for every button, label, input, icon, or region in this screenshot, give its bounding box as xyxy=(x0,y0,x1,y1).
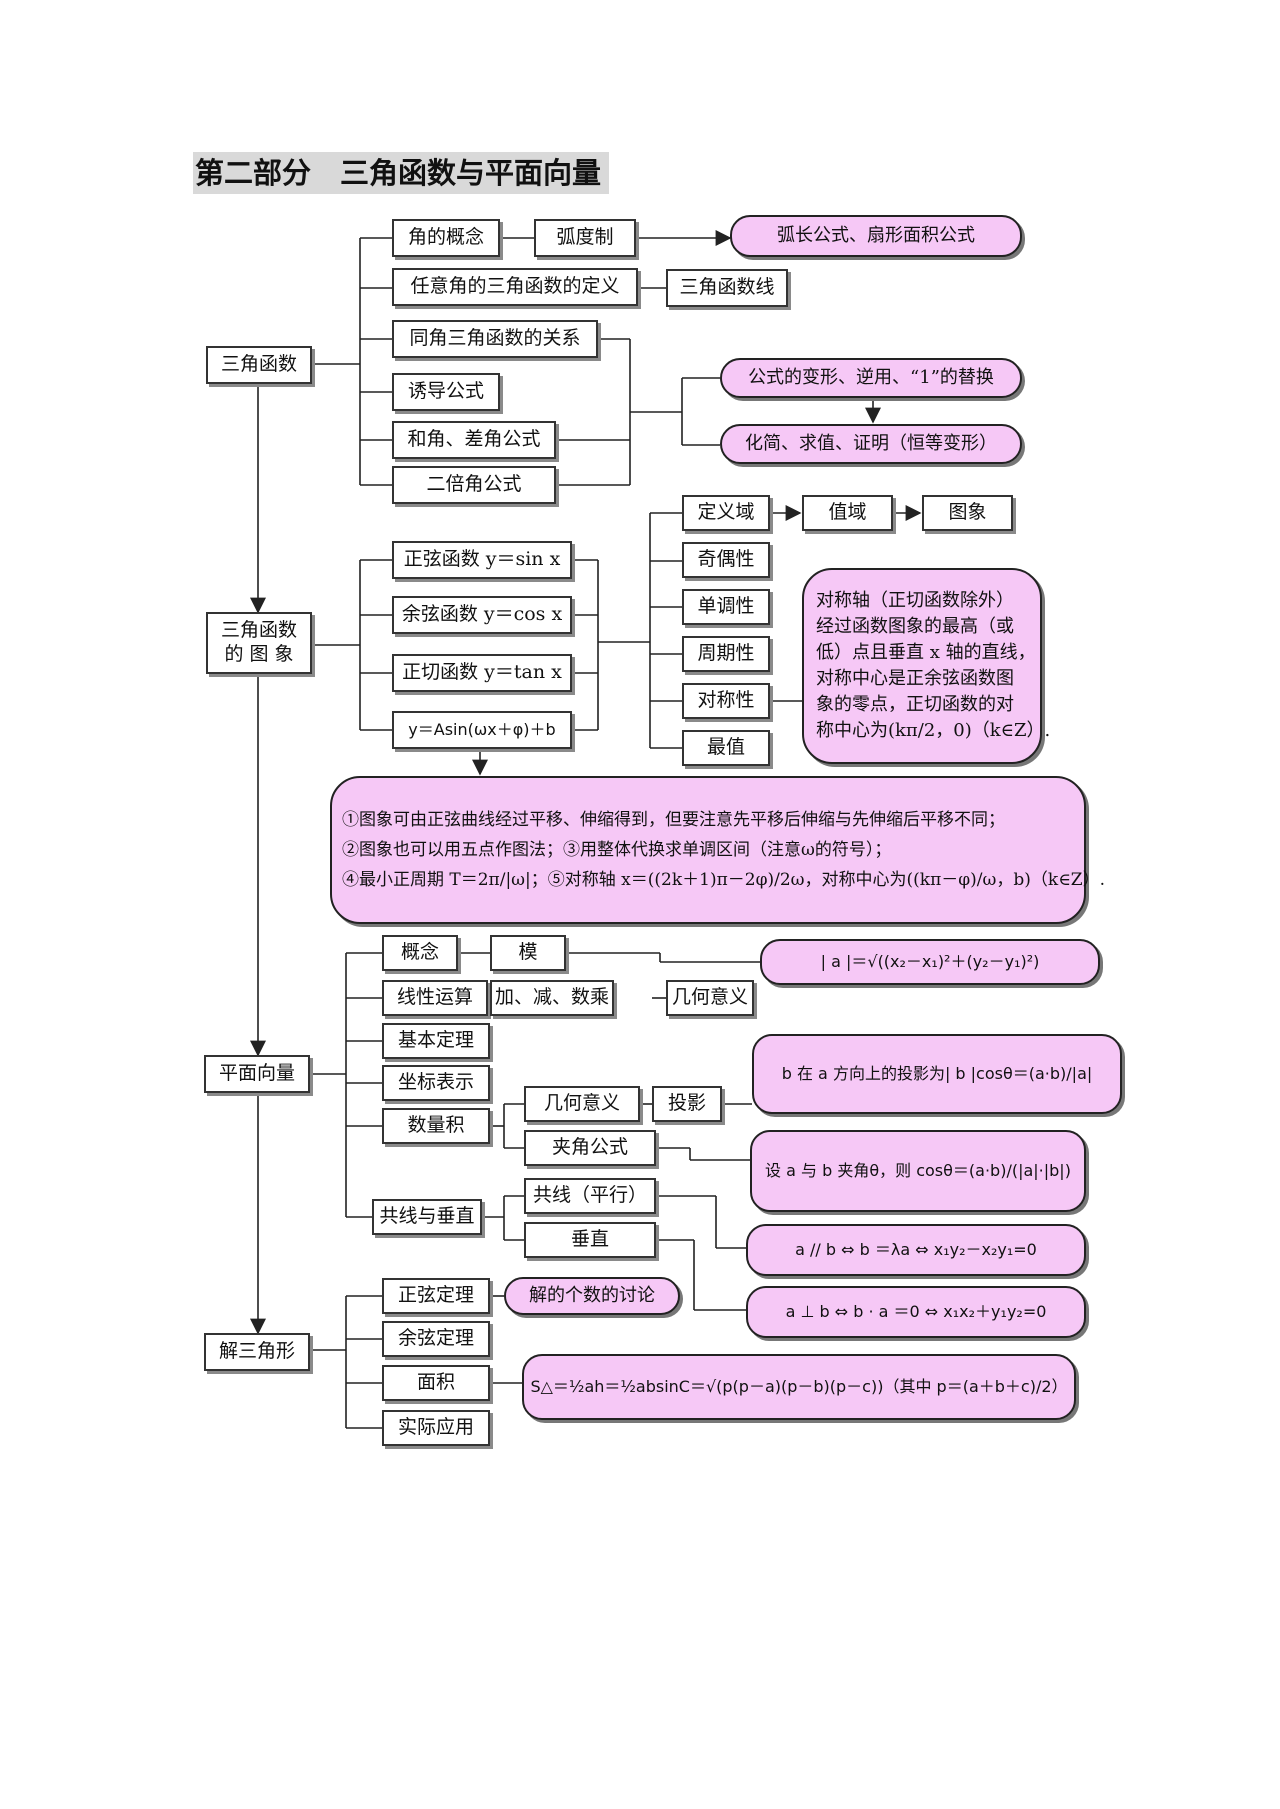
node-perpendicular: 垂直 xyxy=(524,1222,656,1258)
graph-note-line-2: ②图象也可以用五点作图法；③用整体代换求单调区间（注意ω的符号）； xyxy=(342,839,892,860)
node-parity: 奇偶性 xyxy=(682,542,770,578)
symmetry-note-line: 对称轴（正切函数除外） xyxy=(816,589,1014,611)
node-angle-formula: 夹角公式 xyxy=(524,1130,656,1166)
node-radian: 弧度制 xyxy=(534,219,636,257)
node-range: 值域 xyxy=(802,495,893,531)
graph-note-line-1: ①图象可由正弦曲线经过平移、伸缩得到，但要注意先平移后伸缩与先伸缩后平移不同； xyxy=(342,809,1005,830)
symmetry-note-line: 经过函数图象的最高（或 xyxy=(816,615,1014,637)
node-double-angle-formula: 二倍角公式 xyxy=(392,466,556,504)
node-trig-lines: 三角函数线 xyxy=(666,269,788,307)
node-tangent-function: 正切函数 y＝tan x xyxy=(392,654,572,692)
section-plane-vectors: 平面向量 xyxy=(204,1055,310,1093)
section-trig-graphs: 三角函数 的 图 象 xyxy=(206,612,312,674)
node-cosine-law: 余弦定理 xyxy=(382,1321,490,1357)
node-angle-concept: 角的概念 xyxy=(392,219,500,257)
node-extremum: 最值 xyxy=(682,730,770,766)
note-parallel-formula: a // b ⇔ b ＝λa ⇔ x₁y₂－x₂y₁=0 xyxy=(746,1224,1086,1276)
node-dot-product: 数量积 xyxy=(382,1108,490,1144)
node-sine-function: 正弦函数 y＝sin x xyxy=(392,541,572,579)
node-vector-concept: 概念 xyxy=(382,935,458,971)
node-projection: 投影 xyxy=(652,1086,722,1122)
node-collinear: 共线（平行） xyxy=(524,1178,656,1214)
note-simplify-prove: 化简、求值、证明（恒等变形） xyxy=(720,424,1022,464)
node-sum-difference-formula: 和角、差角公式 xyxy=(392,421,556,459)
node-induction-formula: 诱导公式 xyxy=(392,373,500,411)
node-geometric-meaning: 几何意义 xyxy=(666,980,754,1016)
node-domain: 定义域 xyxy=(682,495,770,531)
note-projection-formula: b 在 a 方向上的投影为| b |cosθ＝(a·b)/|a| xyxy=(752,1034,1122,1114)
node-general-sine-function: y＝Asin(ωx＋φ)＋b xyxy=(392,711,572,749)
symmetry-note-line: 称中心为(kπ/2，0)（k∈Z）. xyxy=(816,720,1051,742)
node-symmetry: 对称性 xyxy=(682,683,770,719)
node-basic-theorem: 基本定理 xyxy=(382,1023,490,1059)
graph-note-line-3: ④最小正周期 T＝2π/|ω|；⑤对称轴 x＝((2k＋1)π－2φ)/2ω，对… xyxy=(342,870,1106,891)
node-same-angle-relation: 同角三角函数的关系 xyxy=(392,320,598,358)
node-collinear-perpendicular: 共线与垂直 xyxy=(372,1199,482,1235)
node-image: 图象 xyxy=(922,495,1013,531)
section-trig-functions: 三角函数 xyxy=(206,346,312,384)
node-linear-operations: 线性运算 xyxy=(382,980,488,1016)
symmetry-note-line: 对称中心是正余弦函数图 xyxy=(816,668,1014,689)
note-modulus-formula: | a |＝√((x₂－x₁)²＋(y₂－y₁)²) xyxy=(760,939,1100,985)
note-solution-count: 解的个数的讨论 xyxy=(504,1277,680,1315)
node-dot-geometric-meaning: 几何意义 xyxy=(524,1086,640,1122)
note-arc-formula: 弧长公式、扇形面积公式 xyxy=(730,215,1022,257)
symmetry-note-line: 象的零点，正切函数的对 xyxy=(816,694,1014,716)
node-periodicity: 周期性 xyxy=(682,636,770,672)
node-add-sub-scalar: 加、减、数乘 xyxy=(490,980,614,1016)
node-monotonicity: 单调性 xyxy=(682,589,770,625)
symmetry-note-line: 低）点且垂直 x 轴的直线， xyxy=(816,641,1036,663)
page-title: 第二部分 三角函数与平面向量 xyxy=(193,152,610,194)
note-angle-formula: 设 a 与 b 夹角θ，则 cosθ＝(a·b)/(|a|·|b|) xyxy=(750,1130,1086,1212)
node-coordinate-representation: 坐标表示 xyxy=(382,1065,490,1101)
section-solve-triangle: 解三角形 xyxy=(204,1333,310,1371)
node-practical-application: 实际应用 xyxy=(382,1410,490,1446)
note-graph-properties: ①图象可由正弦曲线经过平移、伸缩得到，但要注意先平移后伸缩与先伸缩后平移不同； … xyxy=(330,776,1105,924)
note-symmetry-explanation: 对称轴（正切函数除外） 经过函数图象的最高（或 低）点且垂直 x 轴的直线， 对… xyxy=(802,568,1050,764)
note-perpendicular-formula: a ⊥ b ⇔ b · a ＝0 ⇔ x₁x₂＋y₁y₂=0 xyxy=(746,1286,1086,1338)
node-area: 面积 xyxy=(382,1365,490,1401)
note-area-formula: S△＝½ah＝½absinC＝√(p(p－a)(p－b)(p－c))（其中 p＝… xyxy=(522,1354,1076,1420)
note-formula-transform: 公式的变形、逆用、“1”的替换 xyxy=(720,358,1022,398)
node-modulus: 模 xyxy=(490,935,566,971)
node-cosine-function: 余弦函数 y＝cos x xyxy=(392,596,572,634)
node-sine-law: 正弦定理 xyxy=(382,1278,490,1314)
node-any-angle-definition: 任意角的三角函数的定义 xyxy=(392,268,638,306)
